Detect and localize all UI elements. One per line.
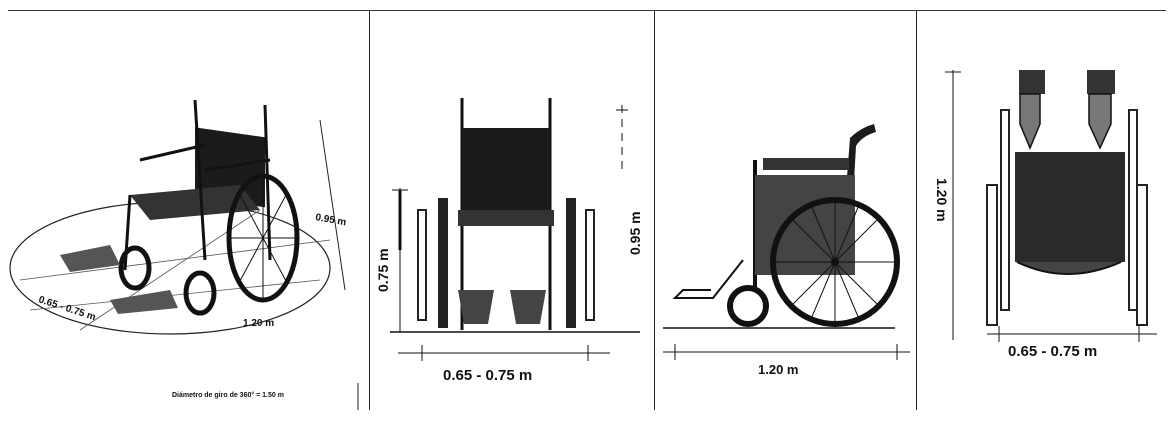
front-total-height-label: 0.95 m bbox=[627, 211, 643, 255]
divider-3 bbox=[916, 10, 917, 410]
side-length-label: 1.20 m bbox=[758, 362, 798, 377]
perspective-caption: Diámetro de giro de 360° = 1.50 m bbox=[172, 391, 284, 399]
top-view: 1.20 m 0.65 - 0.75 m bbox=[934, 70, 1157, 360]
side-view: 1.20 m bbox=[663, 124, 910, 377]
perspective-length-label: 1.20 m bbox=[243, 318, 274, 329]
front-view: 0.75 m 0.95 m 0.65 - 0.75 m bbox=[375, 98, 643, 384]
front-seat-height-label: 0.75 m bbox=[375, 248, 391, 292]
top-border bbox=[8, 10, 1166, 11]
perspective-height-label: 0.95 m bbox=[314, 212, 347, 228]
divider-2 bbox=[654, 10, 655, 410]
front-width-label: 0.65 - 0.75 m bbox=[443, 367, 532, 384]
perspective-view: 0.95 m 0.65 - 0.75 m 1.20 m Diámetro de … bbox=[9, 99, 359, 410]
divider-1 bbox=[369, 10, 370, 410]
top-length-label: 1.20 m bbox=[934, 178, 950, 222]
top-width-label: 0.65 - 0.75 m bbox=[1008, 343, 1097, 360]
